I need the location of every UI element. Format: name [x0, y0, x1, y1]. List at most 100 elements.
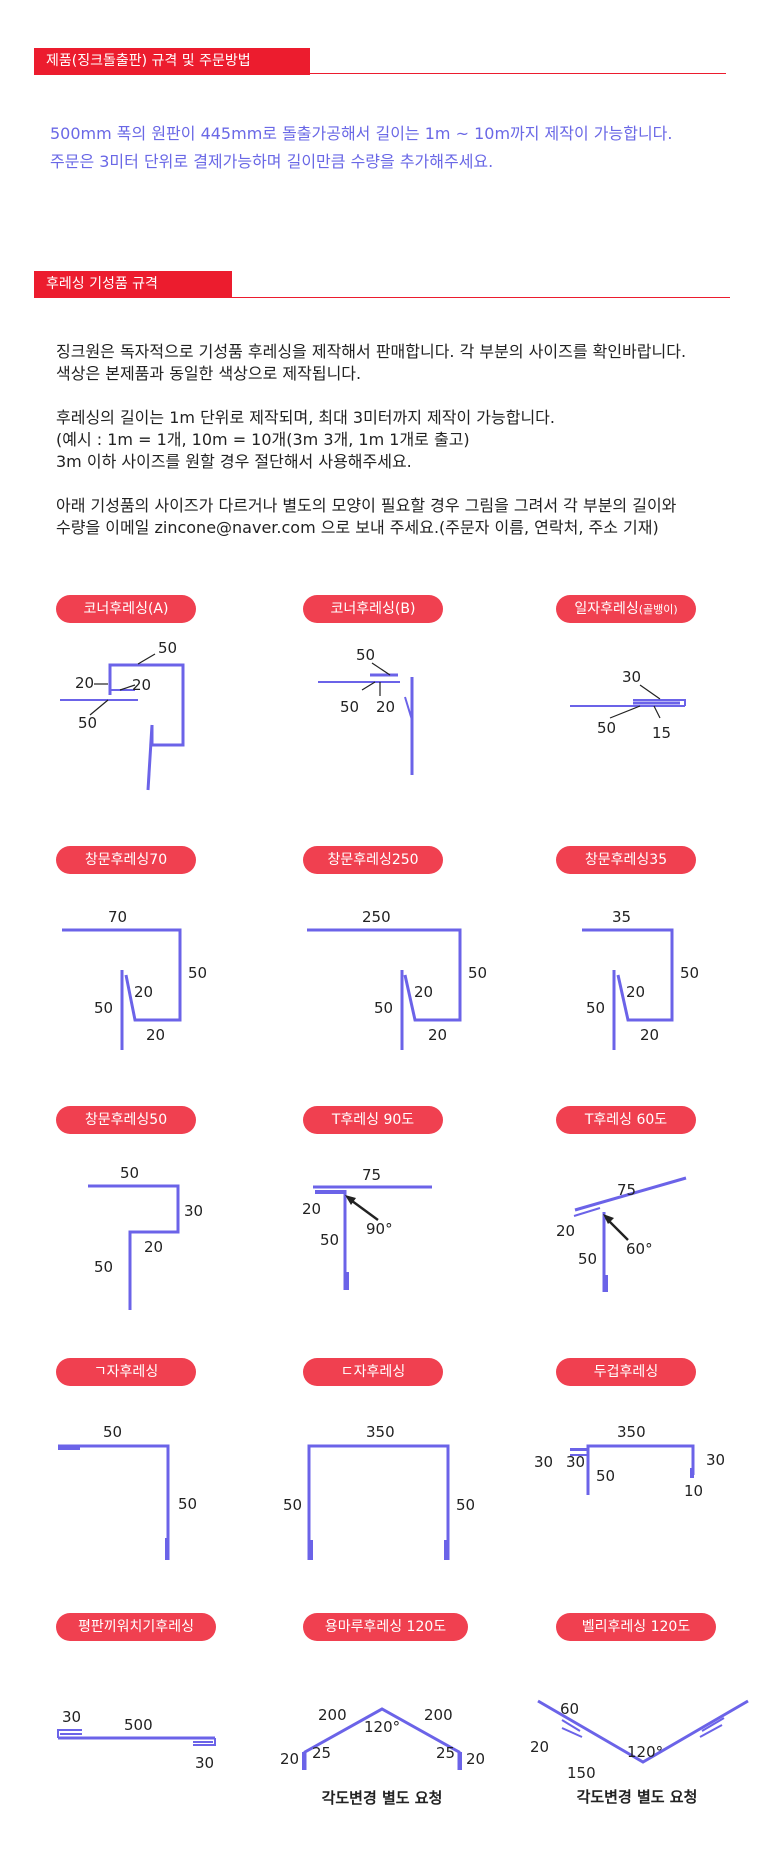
product-pill-ridge120: 용마루후레싱 120도: [303, 1613, 468, 1641]
svg-text:20: 20: [144, 1238, 163, 1256]
product-pill-t60: T후레싱 60도: [556, 1106, 696, 1134]
diagram-cap: 350 30 30 50 30 10: [534, 1423, 725, 1500]
section2-title-bar: 후레싱 기성품 규격: [34, 271, 232, 298]
svg-text:50: 50: [340, 698, 359, 716]
svg-text:50: 50: [94, 999, 113, 1017]
svg-text:50: 50: [596, 1467, 615, 1485]
section1-title-bar: 제품(징크돌출판) 규격 및 주문방법: [34, 48, 310, 75]
svg-text:20: 20: [466, 1750, 485, 1768]
svg-text:50: 50: [283, 1496, 302, 1514]
diagram-window250: 250 50 20 50 20: [307, 908, 487, 1050]
product-pill-window35: 창문후레싱35: [556, 846, 696, 874]
svg-text:350: 350: [617, 1423, 646, 1441]
svg-text:20: 20: [414, 983, 433, 1001]
section1-intro: 500mm 폭의 원판이 445mm로 돌출가공해서 길이는 1m ~ 10m까…: [50, 120, 740, 176]
info-p1-line1: 징크원은 독자적으로 기성품 후레싱을 제작해서 판매합니다. 각 부분의 사이…: [56, 342, 687, 361]
svg-text:70: 70: [108, 908, 127, 926]
diagram-digeut: 350 50 50: [283, 1423, 475, 1560]
diagram-corner-b: 50 50 20: [318, 646, 414, 775]
diagram-window70: 70 50 20 50 20: [62, 908, 207, 1050]
diagram-corner-a: 50 20 20 50: [60, 639, 185, 791]
svg-text:20: 20: [280, 1750, 299, 1768]
svg-text:20: 20: [134, 983, 153, 1001]
product-pill-straight: 일자후레싱(골뱅이): [556, 595, 696, 623]
product-pill-window50: 창문후레싱50: [56, 1106, 196, 1134]
svg-text:25: 25: [436, 1744, 455, 1762]
diagram-flat-insert: 30 500 30: [57, 1708, 216, 1772]
svg-text:50: 50: [178, 1495, 197, 1513]
svg-text:120°: 120°: [364, 1718, 400, 1736]
svg-text:50: 50: [597, 719, 616, 737]
section1-title: 제품(징크돌출판) 규격 및 주문방법: [46, 53, 251, 69]
svg-text:250: 250: [362, 908, 391, 926]
diagram-ridge120: 200 120° 200 25 25 20 20 각도변경 별도 요청: [280, 1706, 485, 1807]
product-pill-cap: 두겁후레싱: [556, 1358, 696, 1386]
svg-text:50: 50: [468, 964, 487, 982]
intro-line-2: 주문은 3미터 단위로 결제가능하며 길이만큼 수량을 추가해주세요.: [50, 152, 494, 171]
svg-text:20: 20: [626, 983, 645, 1001]
svg-text:50: 50: [374, 999, 393, 1017]
svg-text:50: 50: [356, 646, 375, 664]
svg-text:50: 50: [94, 1258, 113, 1276]
svg-text:20: 20: [75, 674, 94, 692]
svg-text:50: 50: [158, 639, 177, 657]
svg-text:각도변경 별도 요청: 각도변경 별도 요청: [577, 1788, 698, 1806]
svg-text:20: 20: [146, 1026, 165, 1044]
svg-text:60: 60: [560, 1700, 579, 1718]
section1-divider: [310, 73, 726, 74]
info-p3-line1: 아래 기성품의 사이즈가 다르거나 별도의 모양이 필요할 경우 그림을 그려서…: [56, 496, 677, 515]
svg-text:35: 35: [612, 908, 631, 926]
svg-text:30: 30: [534, 1453, 553, 1471]
product-pill-flat-insert: 평판끼워치기후레싱: [56, 1613, 216, 1641]
product-pill-window70: 창문후레싱70: [56, 846, 196, 874]
svg-text:15: 15: [652, 724, 671, 742]
svg-text:90°: 90°: [366, 1220, 393, 1238]
product-pill-corner-b: 코너후레싱(B): [303, 595, 443, 623]
info-p3-line2: 수량을 이메일 zincone@naver.com 으로 보내 주세요.(주문자…: [56, 518, 659, 537]
svg-text:120°: 120°: [627, 1743, 663, 1761]
svg-text:50: 50: [586, 999, 605, 1017]
svg-text:50: 50: [78, 714, 97, 732]
diagram-t60: 75 20 60° 50: [556, 1176, 687, 1292]
product-pill-t90: T후레싱 90도: [303, 1106, 443, 1134]
product-pill-digeut: ㄷ자후레싱: [303, 1358, 443, 1386]
svg-text:30: 30: [184, 1202, 203, 1220]
product-pill-valley120: 벨리후레싱 120도: [556, 1613, 716, 1641]
svg-text:50: 50: [680, 964, 699, 982]
info-p1-line2: 색상은 본제품과 동일한 색상으로 제작됩니다.: [56, 364, 362, 383]
section2-title: 후레싱 기성품 규격: [46, 276, 158, 292]
svg-text:각도변경 별도 요청: 각도변경 별도 요청: [322, 1789, 443, 1807]
svg-text:60°: 60°: [626, 1240, 653, 1258]
svg-text:30: 30: [566, 1453, 585, 1471]
svg-text:50: 50: [456, 1496, 475, 1514]
svg-text:500: 500: [124, 1716, 153, 1734]
section2-divider: [232, 297, 730, 298]
diagram-straight: 30 50 15: [570, 668, 686, 742]
diagram-valley120: 60 20 150 120° 각도변경 별도 요청: [530, 1699, 749, 1806]
svg-text:50: 50: [103, 1423, 122, 1441]
svg-text:20: 20: [640, 1026, 659, 1044]
diagram-window35: 35 50 20 50 20: [582, 908, 699, 1050]
svg-text:200: 200: [318, 1706, 347, 1724]
svg-text:50: 50: [578, 1250, 597, 1268]
product-pill-giyeok: ㄱ자후레싱: [56, 1358, 196, 1386]
svg-text:50: 50: [120, 1164, 139, 1182]
svg-text:350: 350: [366, 1423, 395, 1441]
svg-text:200: 200: [424, 1706, 453, 1724]
svg-text:20: 20: [132, 676, 151, 694]
diagram-window50: 50 30 20 50: [88, 1164, 203, 1310]
intro-line-1: 500mm 폭의 원판이 445mm로 돌출가공해서 길이는 1m ~ 10m까…: [50, 124, 673, 143]
info-p2-line1: 후레싱의 길이는 1m 단위로 제작되며, 최대 3미터까지 제작이 가능합니다…: [56, 408, 555, 427]
info-p2-line3: 3m 이하 사이즈를 원할 경우 절단해서 사용해주세요.: [56, 452, 412, 471]
svg-text:150: 150: [567, 1764, 596, 1782]
svg-text:10: 10: [684, 1482, 703, 1500]
diagram-t90: 75 20 90° 50: [302, 1166, 432, 1290]
svg-text:20: 20: [376, 698, 395, 716]
svg-text:30: 30: [706, 1451, 725, 1469]
svg-text:30: 30: [195, 1754, 214, 1772]
product-pill-corner-a: 코너후레싱(A): [56, 595, 196, 623]
svg-text:75: 75: [362, 1166, 381, 1184]
product-pill-window250: 창문후레싱250: [303, 846, 443, 874]
svg-text:50: 50: [320, 1231, 339, 1249]
